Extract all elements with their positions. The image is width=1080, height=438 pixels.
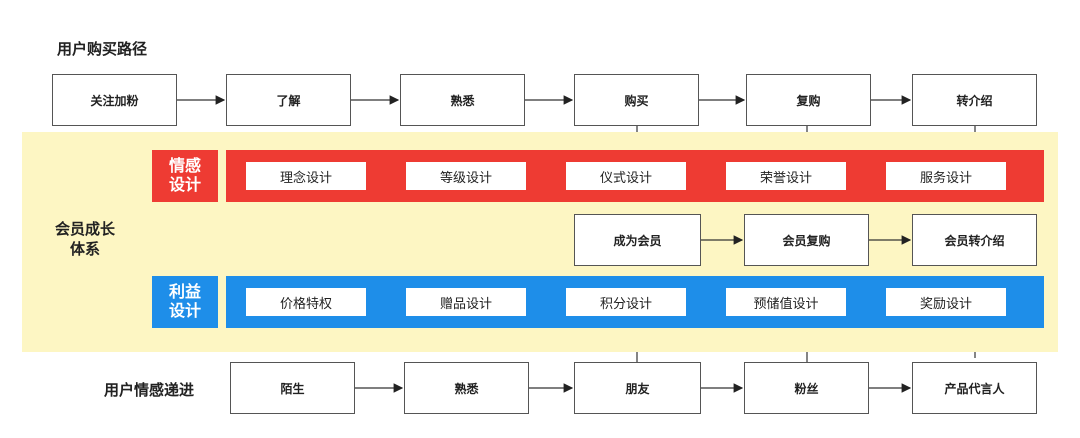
path-step-rebuy: 复购 [746, 74, 871, 126]
path-step-follow: 关注加粉 [52, 74, 177, 126]
progress-step-familiar: 熟悉 [404, 362, 529, 414]
benefit-item-price: 价格特权 [246, 288, 366, 316]
emotion-design-tag: 情感 设计 [152, 150, 218, 202]
benefit-design-tag: 利益 设计 [152, 276, 218, 328]
emotion-item-ritual: 仪式设计 [566, 162, 686, 190]
benefit-item-prepaid: 预储值设计 [726, 288, 846, 316]
path-step-buy: 购买 [574, 74, 699, 126]
member-step-refer: 会员转介绍 [912, 214, 1037, 266]
emotion-item-service: 服务设计 [886, 162, 1006, 190]
benefit-item-gift: 赠品设计 [406, 288, 526, 316]
progress-step-ambassador: 产品代言人 [912, 362, 1037, 414]
member-growth-label: 会员成长 体系 [54, 221, 115, 258]
path-step-refer: 转介绍 [912, 74, 1037, 126]
member-step-rebuy: 会员复购 [744, 214, 869, 266]
progress-step-fan: 粉丝 [744, 362, 869, 414]
progress-step-stranger: 陌生 [230, 362, 355, 414]
emotion-item-level: 等级设计 [406, 162, 526, 190]
emotion-item-concept: 理念设计 [246, 162, 366, 190]
benefit-item-reward: 奖励设计 [886, 288, 1006, 316]
benefit-item-points: 积分设计 [566, 288, 686, 316]
emotion-progress-label: 用户情感递进 [104, 382, 195, 399]
progress-step-friend: 朋友 [574, 362, 701, 414]
path-step-understand: 了解 [226, 74, 351, 126]
path-step-familiar: 熟悉 [400, 74, 525, 126]
member-step-join: 成为会员 [574, 214, 701, 266]
diagram-title: 用户购买路径 [57, 41, 148, 58]
emotion-item-honor: 荣誉设计 [726, 162, 846, 190]
